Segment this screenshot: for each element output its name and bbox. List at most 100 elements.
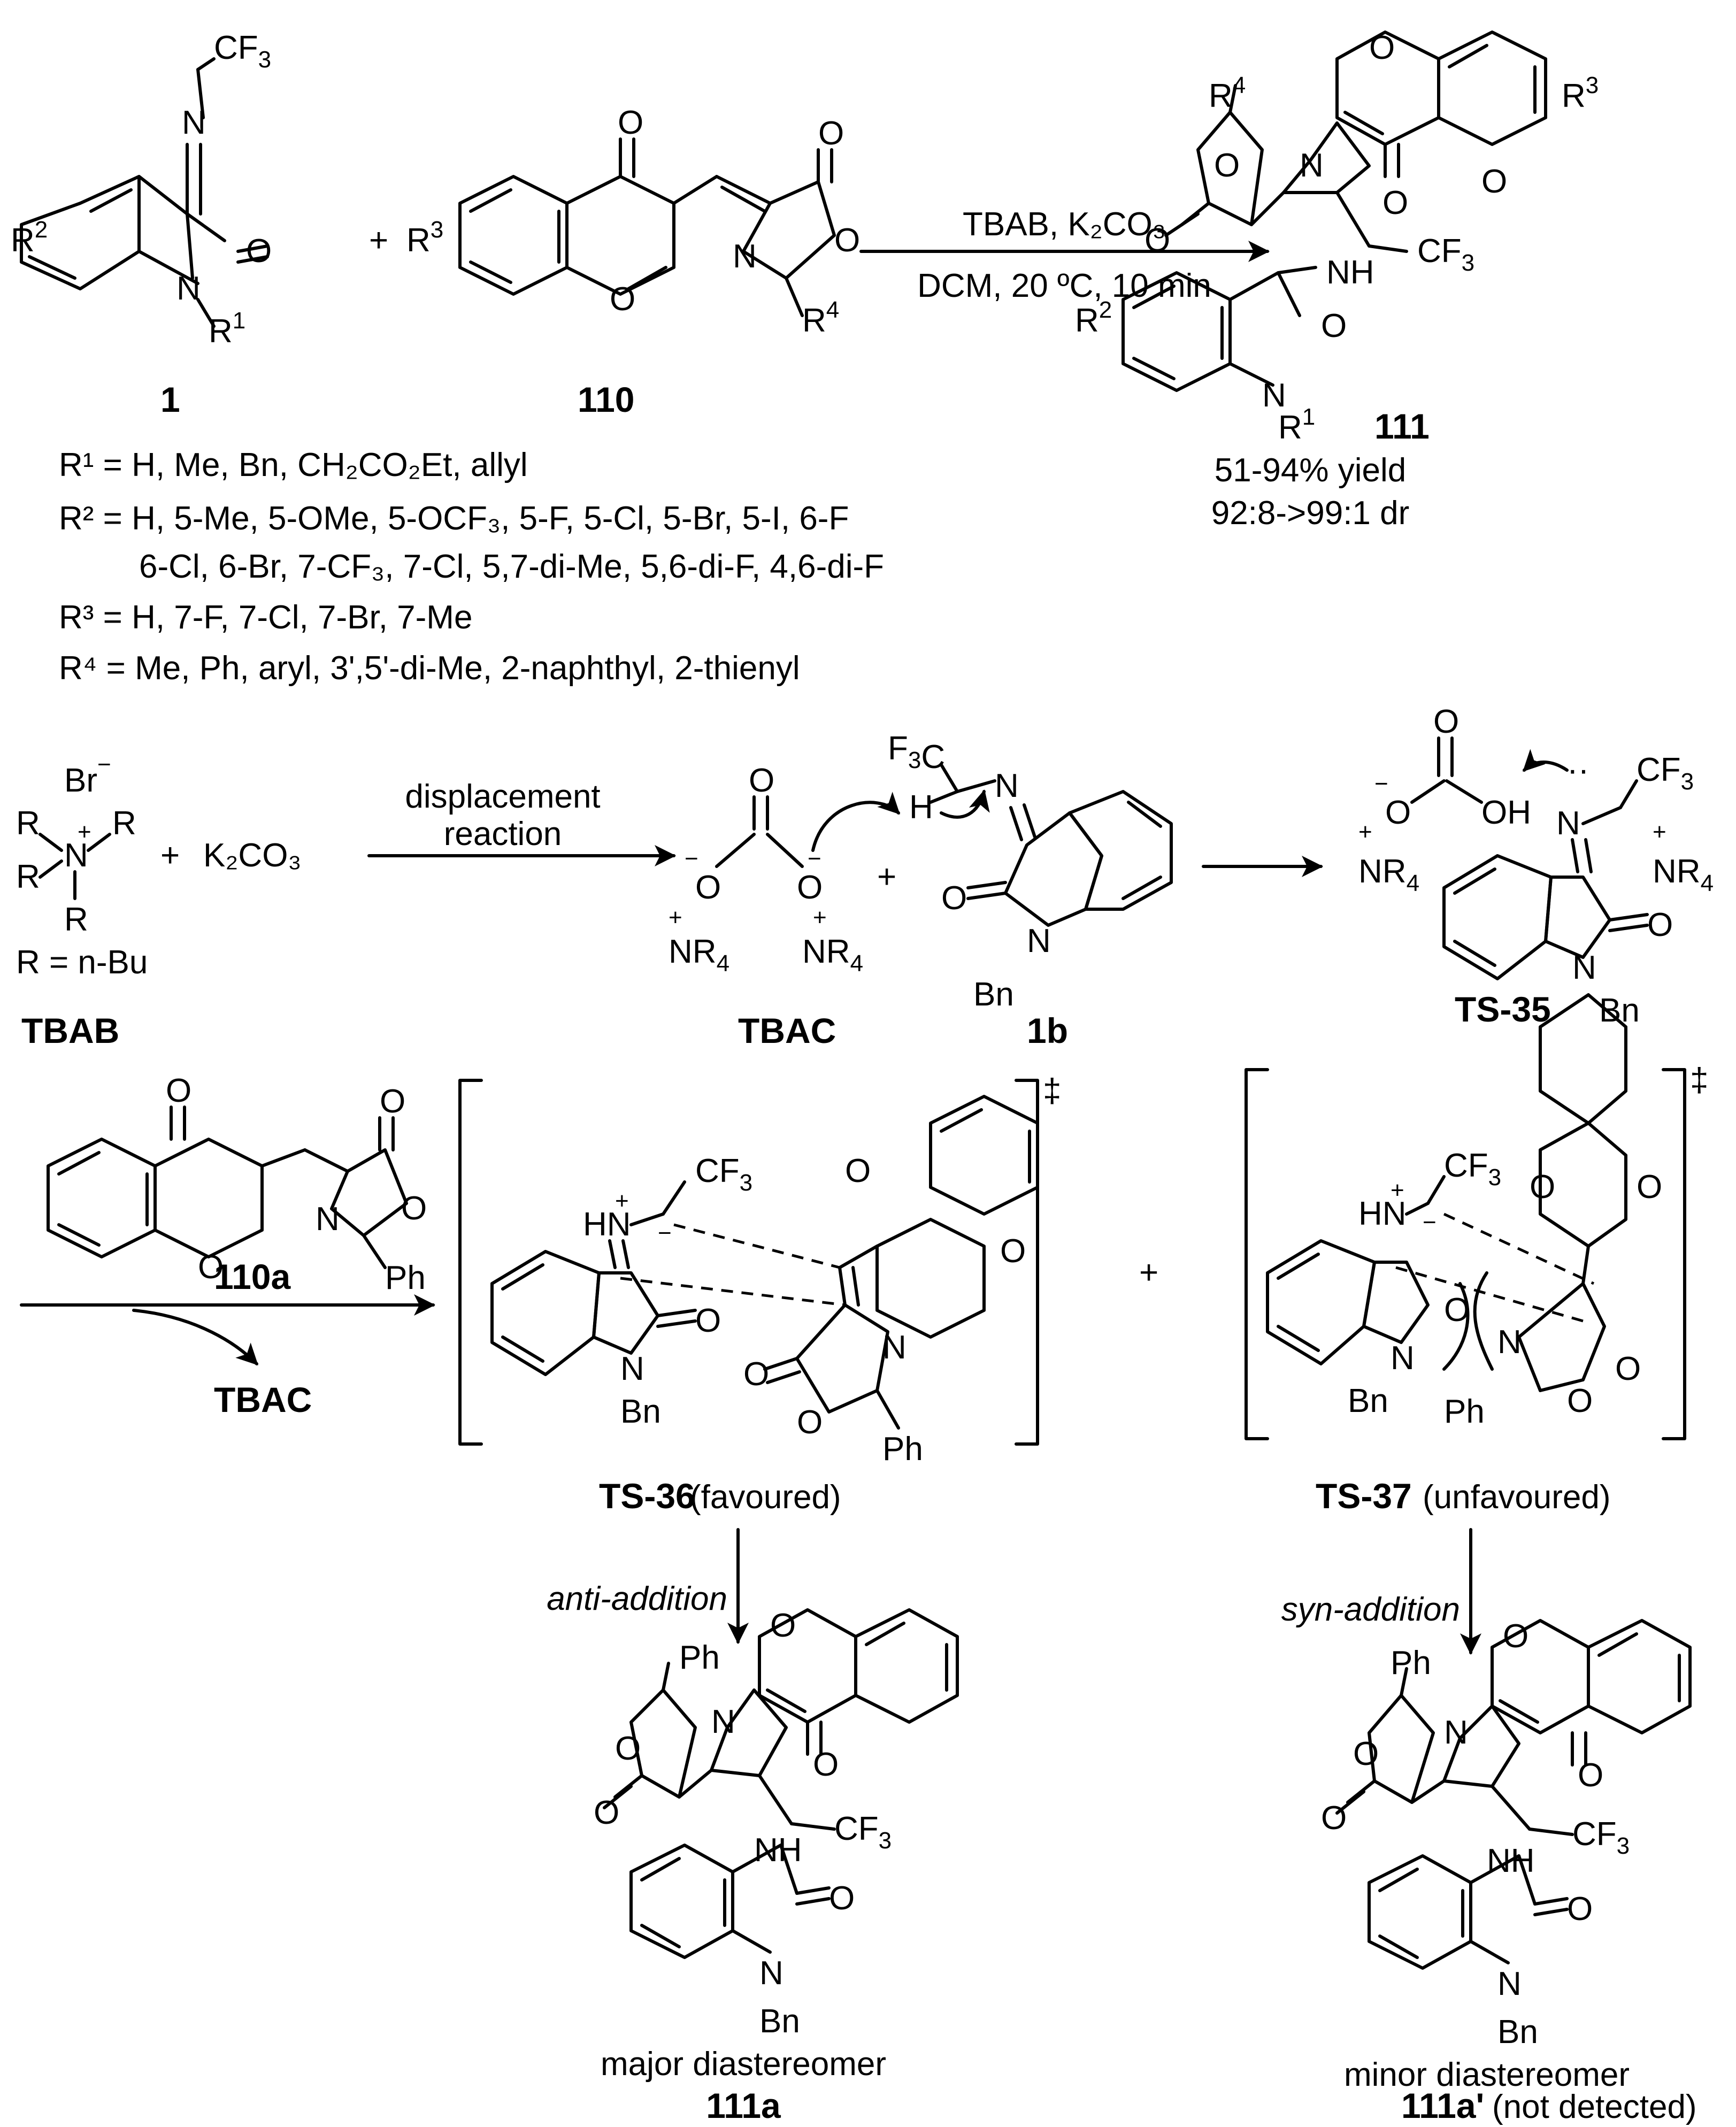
ts37-left-bracket (1245, 1068, 1269, 1440)
svg-text:R3: R3 (406, 217, 443, 259)
svg-text:Bn: Bn (973, 976, 1014, 1013)
svg-text:NR4: NR4 (1653, 853, 1714, 896)
tbac-release-label: TBAC (214, 1380, 312, 1419)
svg-text:N: N (64, 837, 88, 874)
svg-text:N: N (1572, 949, 1596, 986)
svg-text:HN: HN (583, 1206, 631, 1243)
svg-text:+: + (615, 1188, 629, 1214)
svg-text:O: O (1481, 163, 1507, 200)
svg-text:+: + (813, 904, 827, 931)
svg-text:+: + (78, 819, 91, 845)
yield-label: 51-94% yield (1215, 452, 1406, 489)
svg-text:O: O (1382, 185, 1408, 221)
svg-text:F3C: F3C (888, 730, 945, 775)
svg-text:O: O (166, 1072, 191, 1109)
svg-text:O: O (1637, 1169, 1662, 1205)
major-diastereomer-111a: O O Ph O N O CF3 NH O N Bn (594, 1607, 959, 2040)
svg-text:O: O (1578, 1757, 1603, 1794)
svg-text:N: N (1262, 377, 1286, 414)
svg-text:Ph: Ph (1391, 1645, 1431, 1681)
svg-text:O: O (1567, 1891, 1593, 1928)
svg-text:O: O (749, 762, 774, 799)
svg-text:N: N (316, 1201, 340, 1238)
compound-111a-label: 111a (706, 2086, 781, 2125)
svg-text:N: N (882, 1329, 907, 1366)
svg-text:+: + (1139, 1254, 1158, 1291)
svg-text:O: O (770, 1607, 796, 1644)
minor-diastereomer-111a-prime: O O Ph O N O CF3 NH O N Bn (1321, 1618, 1692, 2051)
ts36-dagger: ‡ (1043, 1072, 1061, 1109)
svg-text:CF3: CF3 (1417, 233, 1474, 276)
svg-text:O: O (1567, 1383, 1593, 1419)
svg-text:+: + (1358, 819, 1372, 845)
svg-text:NH: NH (1326, 254, 1374, 291)
svg-text:O: O (813, 1746, 839, 1783)
svg-text:R: R (16, 858, 40, 895)
svg-text:R: R (16, 805, 40, 842)
svg-text:N: N (176, 270, 201, 307)
displacement-label: displacement (405, 778, 600, 815)
svg-text:Ph: Ph (385, 1260, 426, 1296)
svg-text:O: O (380, 1083, 405, 1120)
svg-text:+: + (669, 904, 682, 931)
tbac-release-arrow (132, 1309, 258, 1365)
svg-text:O: O (246, 233, 272, 270)
svg-text:O: O (610, 281, 635, 318)
ts35-label: TS-35 (1455, 989, 1551, 1029)
svg-text:O: O (1385, 794, 1411, 831)
svg-text:OH: OH (1481, 794, 1531, 831)
tbac-structure: O O O − − + NR4 + NR4 (669, 762, 900, 977)
major-diastereomer-label: major diastereomer (601, 2046, 886, 2083)
svg-text:Br−: Br− (64, 751, 111, 799)
ts36-right-bracket (1015, 1079, 1039, 1446)
ts35-structure: O O − OH N ·· CF3 + NR4 + NR4 O N Bn (1358, 703, 1714, 1029)
svg-text:−: − (658, 1220, 672, 1246)
ts36-left-bracket (458, 1079, 483, 1446)
spiro-product-111: O O R3 O R4 O N O CF3 NH O N R1 R2 (1075, 29, 1599, 446)
anti-addition-label: anti-addition (547, 1580, 727, 1617)
svg-text:Bn: Bn (1348, 1383, 1388, 1419)
r2-definition-line1: R² = H, 5-Me, 5-OMe, 5-OCF₃, 5-F, 5-Cl, … (59, 500, 849, 537)
conditions-label: DCM, 20 ºC, 10 min (917, 267, 1211, 304)
svg-text:O: O (594, 1794, 619, 1831)
svg-text:O: O (1530, 1169, 1555, 1205)
svg-text:N: N (1556, 805, 1580, 842)
svg-text:Ph: Ph (679, 1639, 720, 1676)
svg-text:CF3: CF3 (834, 1810, 892, 1854)
svg-text:O: O (1321, 1800, 1347, 1837)
svg-text:+: + (1653, 819, 1666, 845)
svg-text:O: O (401, 1190, 427, 1227)
svg-text:O: O (829, 1880, 855, 1917)
svg-text:O: O (1433, 703, 1459, 740)
svg-text:O: O (1214, 147, 1240, 184)
svg-text:N: N (1300, 147, 1324, 184)
svg-text:O: O (695, 869, 721, 906)
svg-text:CF3: CF3 (1572, 1816, 1630, 1859)
svg-text:O: O (1369, 29, 1395, 66)
svg-text:CF3: CF3 (214, 29, 271, 73)
svg-text:N: N (182, 104, 206, 141)
ts37-right-bracket (1662, 1068, 1686, 1440)
svg-text:+: + (160, 837, 180, 874)
svg-text:O: O (743, 1356, 769, 1393)
svg-text:O: O (1503, 1618, 1528, 1655)
svg-text:O: O (1647, 907, 1673, 943)
svg-text:N: N (1497, 1965, 1522, 2002)
dr-label: 92:8->99:1 dr (1211, 495, 1410, 532)
svg-text:Bn: Bn (759, 2003, 800, 2040)
svg-text:NR4: NR4 (669, 933, 729, 977)
r-definition: R = n-Bu (16, 944, 148, 981)
substrate-110a-structure: O O O O N Ph (47, 1072, 427, 1296)
svg-text:O: O (1353, 1736, 1379, 1772)
svg-text:−: − (1423, 1209, 1437, 1235)
svg-text:+: + (1391, 1177, 1404, 1203)
svg-text:N: N (995, 767, 1019, 804)
svg-text:N: N (1391, 1340, 1415, 1377)
r4-definition: R⁴ = Me, Ph, aryl, 3',5'-di-Me, 2-naphth… (59, 650, 800, 687)
svg-text:HN: HN (1358, 1195, 1407, 1232)
minor-diastereomer-label: minor diastereomer (1344, 2056, 1630, 2093)
svg-text:O: O (198, 1249, 224, 1286)
k2co3-label: K₂CO₃ (203, 837, 302, 874)
tbac-label: TBAC (738, 1011, 836, 1050)
chromone-oxazolone-110: O O O O N R4 R3 (406, 104, 860, 339)
